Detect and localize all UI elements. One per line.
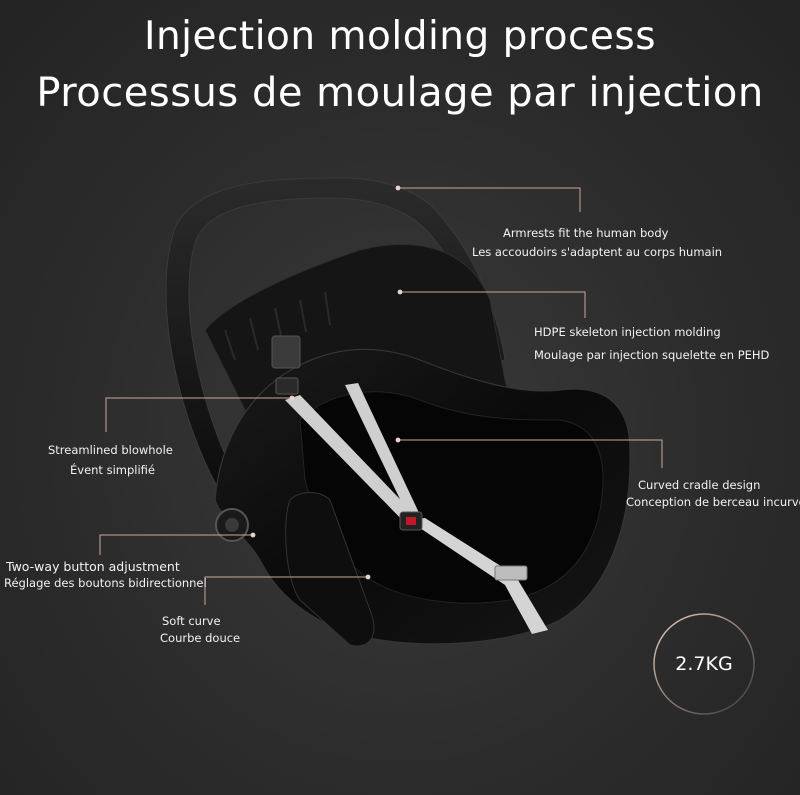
harness-strap-crotch [408,518,548,634]
harness-strap-left [285,395,420,528]
callout-armrests-en: Armrests fit the human body [503,226,669,240]
callout-armrests-fr: Les accoudoirs s'adaptent au corps humai… [472,245,723,259]
harness-strap-right [345,383,420,520]
callout-hdpe-en: HDPE skeleton injection molding [534,325,721,339]
callout-curve-fr: Courbe douce [160,631,241,645]
callout-cradle-en: Curved cradle design [638,478,761,492]
callout-button-fr: Réglage des boutons bidirectionnel [4,576,207,590]
callout-curve-en: Soft curve [162,614,221,628]
title-english: Injection molding process [143,14,657,59]
callout-cradle-fr: Conception de berceau incurvé [626,495,800,509]
carry-handle [165,177,506,506]
weight-badge: 2.7KG [652,612,756,716]
callout-button-en: Two-way button adjustment [6,559,180,574]
callout-blowhole-en: Streamlined blowhole [48,443,173,457]
weight-value: 2.7KG [675,653,733,675]
title-french: Processus de moulage par injection [36,70,764,116]
callout-blowhole-fr: Évent simplifié [70,463,155,477]
strap-adjuster [494,565,528,581]
callout-hdpe-fr: Moulage par injection squelette en PEHD [534,348,770,362]
seat-base [285,492,375,647]
skeleton-ribs [224,291,331,361]
